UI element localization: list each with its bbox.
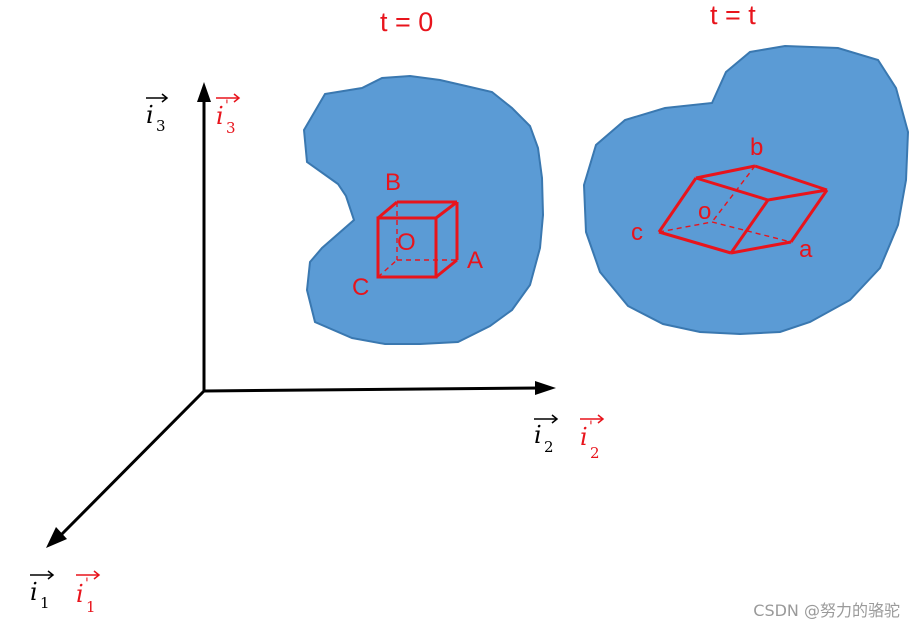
axis-i3-labels: i 3 i ' 3 <box>146 93 241 137</box>
deformed-element <box>657 164 829 255</box>
vertex-label-c: c <box>631 219 643 246</box>
vertex-label-b: b <box>750 134 763 161</box>
svg-text:2: 2 <box>544 438 554 456</box>
vertex-label-O: O <box>397 229 416 256</box>
svg-text:1: 1 <box>86 598 96 616</box>
time-initial-label: t = 0 <box>380 7 433 37</box>
axis-i1 <box>58 389 206 538</box>
axis-i2-labels: i 2 i ' 2 <box>534 414 605 462</box>
svg-text:2: 2 <box>590 444 600 462</box>
current-body-blob <box>582 44 910 336</box>
axis-i2-black-label: i 2 <box>534 414 559 456</box>
svg-text:i: i <box>76 580 84 608</box>
svg-text:i: i <box>30 578 38 606</box>
axis-i1-arrowhead <box>46 527 67 548</box>
svg-text:': ' <box>225 98 229 114</box>
axis-i1-black-label: i 1 <box>30 570 55 612</box>
svg-text:': ' <box>85 576 89 592</box>
svg-text:i: i <box>216 102 224 130</box>
axis-i1-red-label: i ' 1 <box>76 570 101 616</box>
svg-text:i: i <box>580 423 588 451</box>
svg-text:i: i <box>146 101 154 129</box>
svg-text:3: 3 <box>226 119 236 137</box>
vertex-label-A: A <box>467 247 483 274</box>
time-current-label: t = t <box>710 0 756 30</box>
svg-text:3: 3 <box>156 117 166 135</box>
axis-i2 <box>203 386 541 393</box>
svg-text:': ' <box>589 419 593 435</box>
axis-i2-red-label: i ' 2 <box>580 414 605 462</box>
axis-i3-red-label: i ' 3 <box>216 93 241 137</box>
axis-i3-black-label: i 3 <box>146 93 169 135</box>
svg-text:1: 1 <box>40 594 50 612</box>
vertex-label-C: C <box>352 274 369 301</box>
vertex-label-a: a <box>799 236 813 263</box>
coordinate-axes <box>46 82 556 548</box>
vertex-label-B: B <box>385 169 401 196</box>
initial-body-blob <box>302 74 545 345</box>
cube-front-face <box>376 216 438 279</box>
watermark-text: CSDN @努力的骆驼 <box>753 601 900 620</box>
axis-i2-arrowhead <box>535 381 556 395</box>
svg-text:i: i <box>534 421 542 449</box>
initial-cube <box>376 200 459 279</box>
vertex-label-o: o <box>698 198 711 225</box>
axis-i3-arrowhead <box>197 82 211 102</box>
axis-i1-labels: i 1 i ' 1 <box>30 570 101 616</box>
